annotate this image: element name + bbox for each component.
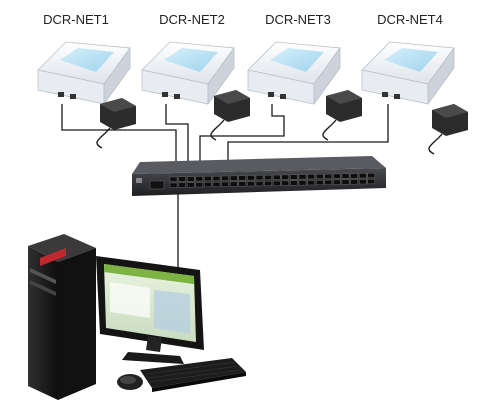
switch-port [316,180,324,185]
power-adapter-icon [428,104,468,155]
power-adapter-icon [322,90,362,141]
switch-port [290,174,298,180]
switch-port [186,176,195,182]
switch-port [212,175,221,181]
switch-port [350,179,358,185]
switch-port [341,173,350,179]
rfid-reader-icon [247,41,341,106]
switch-port [324,173,332,179]
switch-port [247,175,255,181]
network-switch-icon [132,156,386,196]
switch-port [169,182,178,188]
switch-port [221,175,229,181]
switch-port [204,182,212,188]
cable-reader-4 [227,104,389,172]
switch-port [264,181,272,186]
reader-label-2: DCR-NET2 [159,12,225,27]
switch-port [367,179,375,185]
switch-port [169,176,178,182]
switch-port [221,181,229,187]
switch-port [290,180,298,186]
power-adapter-icon [96,98,136,149]
power-adapter-icon [210,90,250,141]
switch-port [255,175,264,181]
switch-port [341,179,350,185]
switch-port [367,173,375,179]
switch-port [178,176,186,182]
monitor-icon [96,256,204,364]
switch-port [212,181,221,187]
reader-label-3: DCR-NET3 [265,12,331,27]
rfid-reader-icon [141,41,235,106]
mouse-icon [117,374,143,390]
switch-port [204,176,212,182]
switch-port [186,182,195,188]
switch-port [333,173,341,179]
switch-port [350,173,358,179]
switch-port [359,179,367,185]
switch-port [273,174,281,180]
switch-port [281,180,289,186]
switch-port [195,182,204,188]
switch-port [229,181,238,187]
switch-port [307,180,315,186]
switch-port [178,182,186,188]
cable-reader-1 [61,104,177,172]
switch-port [324,179,332,185]
rfid-reader-icon [37,41,131,106]
switch-port [195,176,204,182]
switch-port [247,181,255,187]
cable-reader-2 [165,104,189,172]
rfid-reader-icon [361,41,455,106]
switch-port [359,173,367,179]
switch-port [238,175,247,181]
reader-label-4: DCR-NET4 [377,12,443,27]
switch-port [255,181,264,187]
switch-port [298,180,307,186]
switch-port [229,175,238,181]
switch-port [264,175,272,180]
desktop-pc-icon [28,234,96,400]
switch-port [316,174,324,179]
switch-port [238,181,247,187]
keyboard-icon [140,358,246,392]
cables [61,104,389,268]
reader-label-1: DCR-NET1 [43,12,109,27]
switch-port [307,174,315,180]
switch-port [281,174,289,180]
switch-port [273,180,281,186]
switch-port [333,179,341,185]
cable-reader-3 [199,104,285,172]
switch-port [298,174,307,180]
